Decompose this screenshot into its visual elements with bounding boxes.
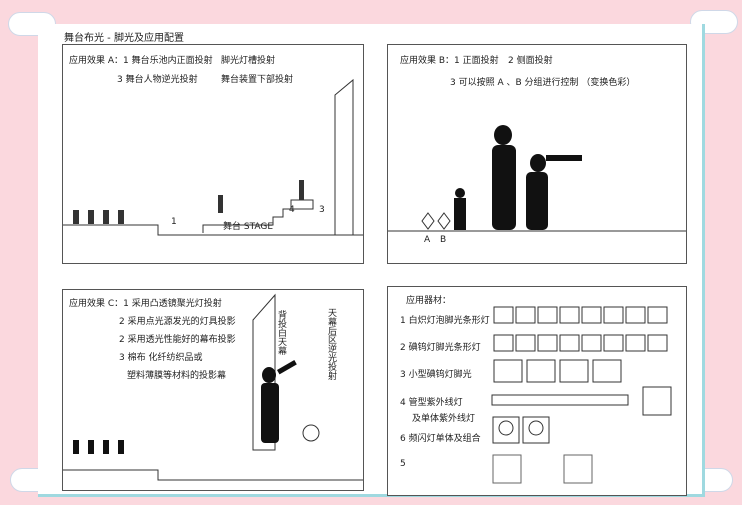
equipment-item: 及单体紫外线灯 [412,414,476,424]
halogen-strip-cell [515,334,536,352]
stage-a-drawing [63,78,363,236]
incandescent-strip-cell [581,306,602,324]
panel-b-line1b: 2 侧面投射 [508,56,553,66]
halogen-strip-cell [493,334,514,352]
halogen-strip-cell [625,334,646,352]
rear-projection-label: 天幕后区逆光投射 [326,308,336,380]
panel-a-line1b: 脚光灯槽投射 [221,56,276,66]
panel-b-line2: 3 可以按照 A 、B 分组进行控制 （变换色彩） [450,78,636,88]
equipment-item: 6 频闪灯单体及组合 [400,434,481,444]
panel-b-line1: 应用效果 B：1 正面投射 [400,56,499,66]
page-title: 舞台布光 - 脚光及应用配置 [64,33,184,44]
halogen-strip-cell [537,334,558,352]
panel-a: 应用效果 A：1 舞台乐池内正面投射 脚光灯槽投射 3 舞台人物逆光投射 舞台装… [62,44,364,264]
stage-label: 舞台 STAGE [223,222,274,232]
label-4: 4 [289,205,295,215]
incandescent-strip-cell [493,306,514,324]
diagram-sheet: 舞台布光 - 脚光及应用配置 应用效果 A：1 舞台乐池内正面投射 脚光灯槽投射… [38,24,705,497]
equipment-drawings [491,306,672,484]
incandescent-strip-cell [515,306,536,324]
incandescent-strip-cell [537,306,558,324]
label-1: 1 [171,217,177,227]
halogen-strip-cell [647,334,668,352]
incandescent-strip-cell [625,306,646,324]
incandescent-strip-cell [647,306,668,324]
equipment-item: 5 [400,459,406,469]
label-b: B [440,235,447,245]
equipment-item: 4 管型紫外线灯 [400,398,463,408]
panel-b: 应用效果 B：1 正面投射 2 侧面投射 3 可以按照 A 、B 分组进行控制 … [387,44,687,264]
equipment-heading: 应用器材： [406,296,452,306]
screen-label: 背投白天幕 [276,310,286,355]
equipment-item: 2 碘钨灯脚光条形灯 [400,343,481,353]
label-3: 3 [319,205,325,215]
panel-c-line: 塑料薄膜等材料的投影幕 [127,371,227,381]
equipment-item: 3 小型碘钨灯脚光 [400,370,472,380]
incandescent-strip-cell [559,306,580,324]
stage-c-drawing [63,293,363,481]
small-halogen-footlight [592,359,622,383]
small-halogen-footlight [526,359,556,383]
halogen-strip-cell [603,334,624,352]
panel-a-line2b: 舞台装置下部投射 [221,75,294,85]
panel-c-line: 2 采用透光性能好的幕布投影 [119,335,236,345]
panel-a-line1: 应用效果 A：1 舞台乐池内正面投射 [69,56,213,66]
small-halogen-footlight [493,359,523,383]
panel-c-line: 2 采用点光源发光的灯具投影 [119,317,236,327]
equipment-item: 1 白炽灯泡脚光条形灯 [400,316,490,326]
stage-b-drawing [388,125,686,232]
panel-a-line2: 3 舞台人物逆光投射 [117,75,198,85]
halogen-strip-cell [581,334,602,352]
halogen-strip-cell [559,334,580,352]
panel-c-line: 3 棉布 化纤纺织品或 [119,353,203,363]
incandescent-strip-cell [603,306,624,324]
small-halogen-footlight [559,359,589,383]
label-a: A [424,235,431,245]
panel-c: 应用效果 C：1 采用凸透镜聚光灯投射 2 采用点光源发光的灯具投影 2 采用透… [62,289,364,491]
panel-c-line: 应用效果 C：1 采用凸透镜聚光灯投射 [69,299,222,309]
panel-d: 应用器材： 1 白炽灯泡脚光条形灯 2 碘钨灯脚光条形灯 3 小型碘钨灯脚光 4… [387,286,687,496]
